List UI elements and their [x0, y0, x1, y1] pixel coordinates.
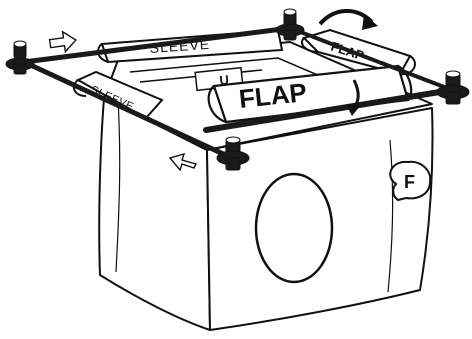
callout-f-label: F: [404, 172, 415, 192]
knob-back-right: [276, 9, 304, 40]
knob-back-left: [6, 41, 34, 74]
round-window: [256, 174, 332, 282]
knob-front-right: [437, 71, 469, 104]
fold-arrow-icon: [320, 11, 378, 30]
arrow-right-icon: [49, 30, 78, 53]
